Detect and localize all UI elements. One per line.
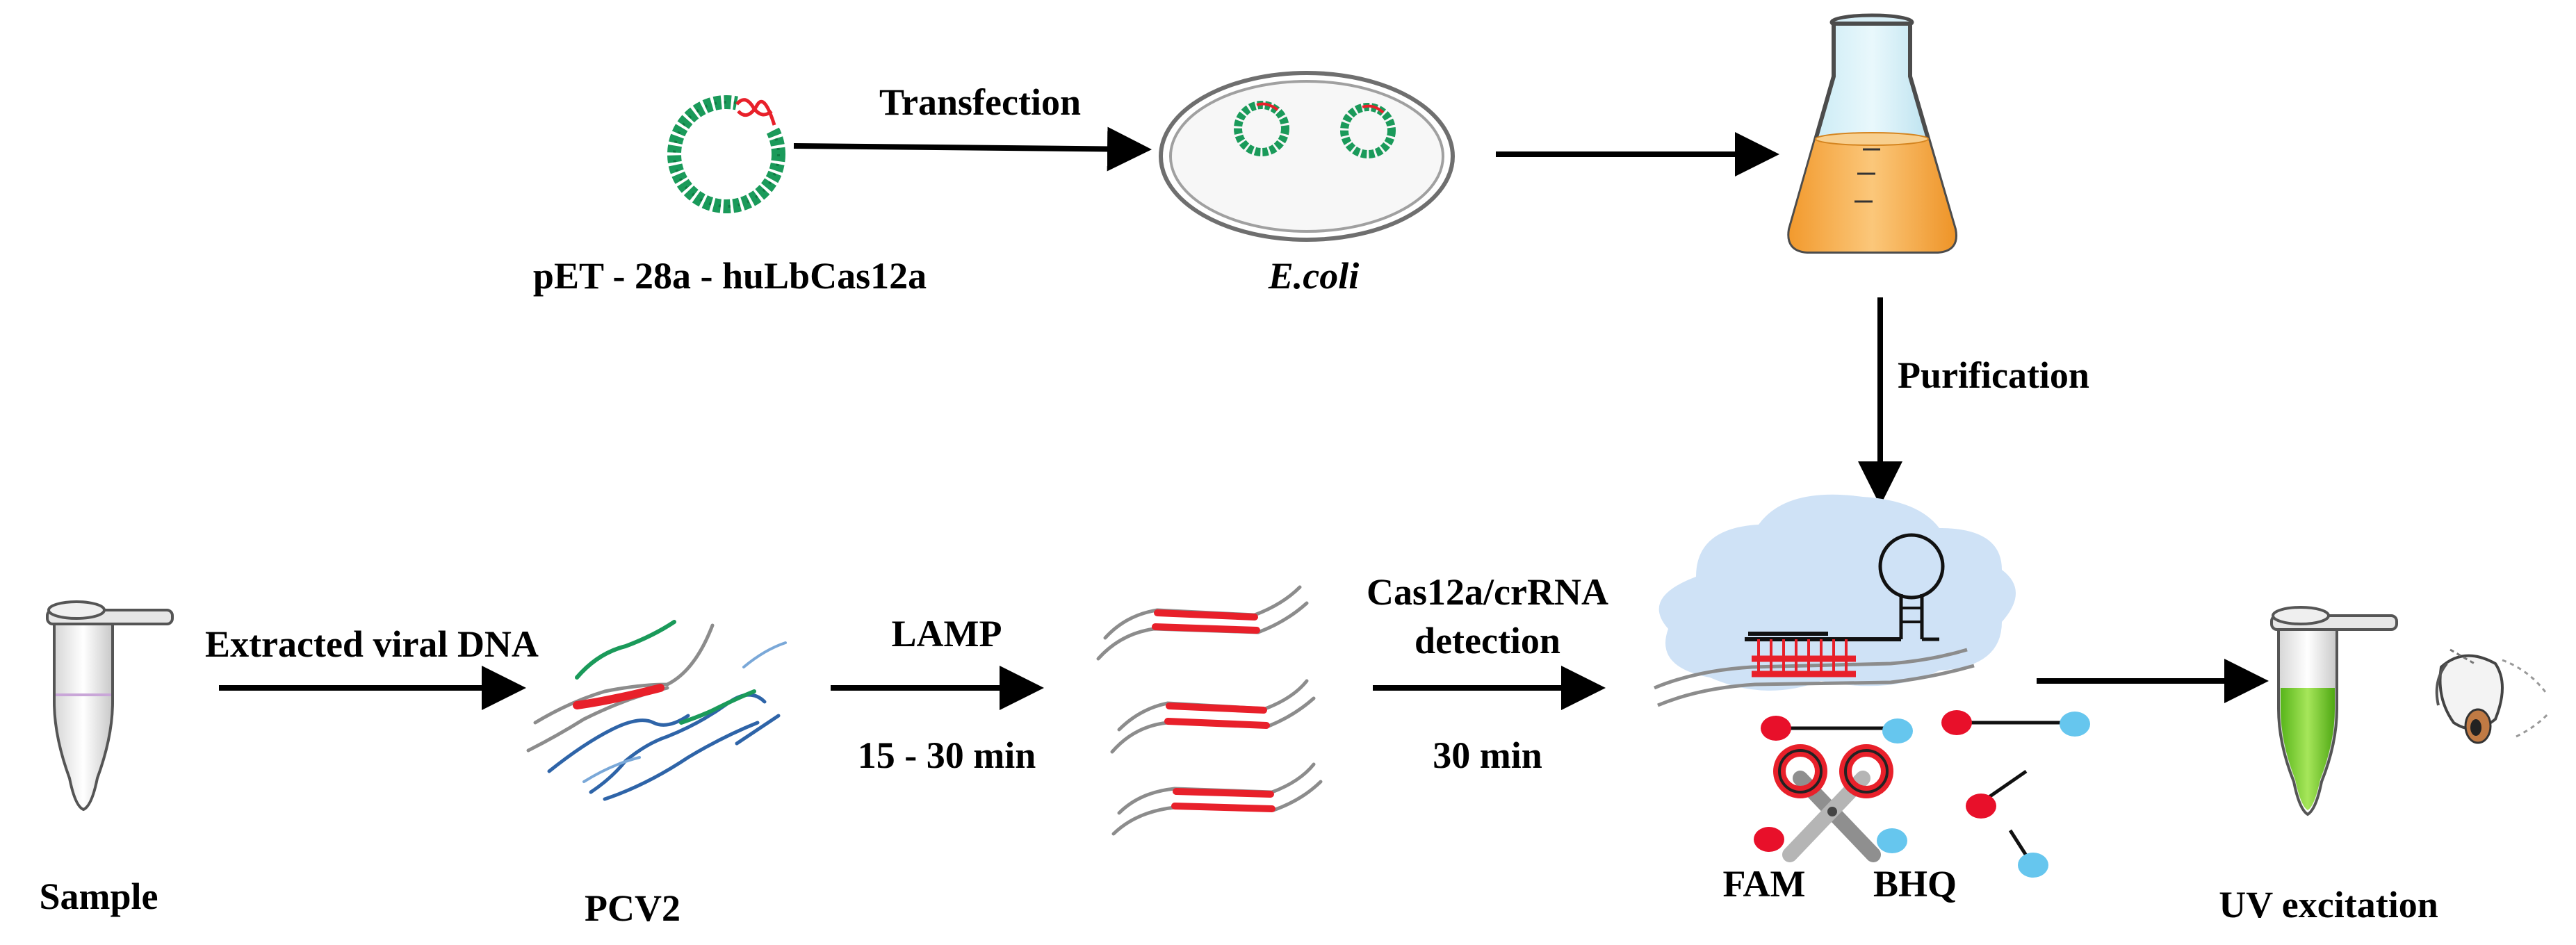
flask-icon	[1787, 13, 1957, 254]
lamp-label: LAMP	[892, 613, 1002, 655]
plasmid-label: pET - 28a - huLbCas12a	[533, 255, 927, 297]
arrow-transfection	[793, 126, 1152, 172]
ecoli-label: E.coli	[1268, 255, 1360, 297]
sample-tube-icon	[46, 600, 174, 812]
cas-label-line1: Cas12a/crRNA	[1367, 571, 1608, 613]
pcv2-dna-icon	[526, 620, 787, 801]
cas-time-label: 30 min	[1433, 734, 1542, 776]
transfection-label: Transfection	[879, 81, 1081, 123]
plasmid-icon	[667, 94, 785, 213]
purification-label: Purification	[1898, 354, 2089, 396]
uv-tube-icon	[2270, 606, 2398, 816]
cas-label-line2: detection	[1415, 620, 1560, 662]
eye-icon	[2435, 648, 2551, 744]
reporter-probes-icon	[1761, 710, 2090, 878]
sample-label: Sample	[39, 876, 158, 917]
amplicons-icon	[1096, 585, 1323, 836]
pcv2-label: PCV2	[585, 887, 680, 929]
fam-label: FAM	[1723, 863, 1806, 905]
uv-label: UV excitation	[2219, 884, 2438, 926]
petri-dish-icon	[1159, 71, 1455, 242]
bhq-label: BHQ	[1873, 863, 1957, 905]
cas12a-complex-icon	[1654, 494, 2016, 707]
extracted-label: Extracted viral DNA	[205, 623, 539, 665]
scissors-icon	[1754, 744, 1907, 862]
lamp-time-label: 15 - 30 min	[858, 734, 1036, 776]
